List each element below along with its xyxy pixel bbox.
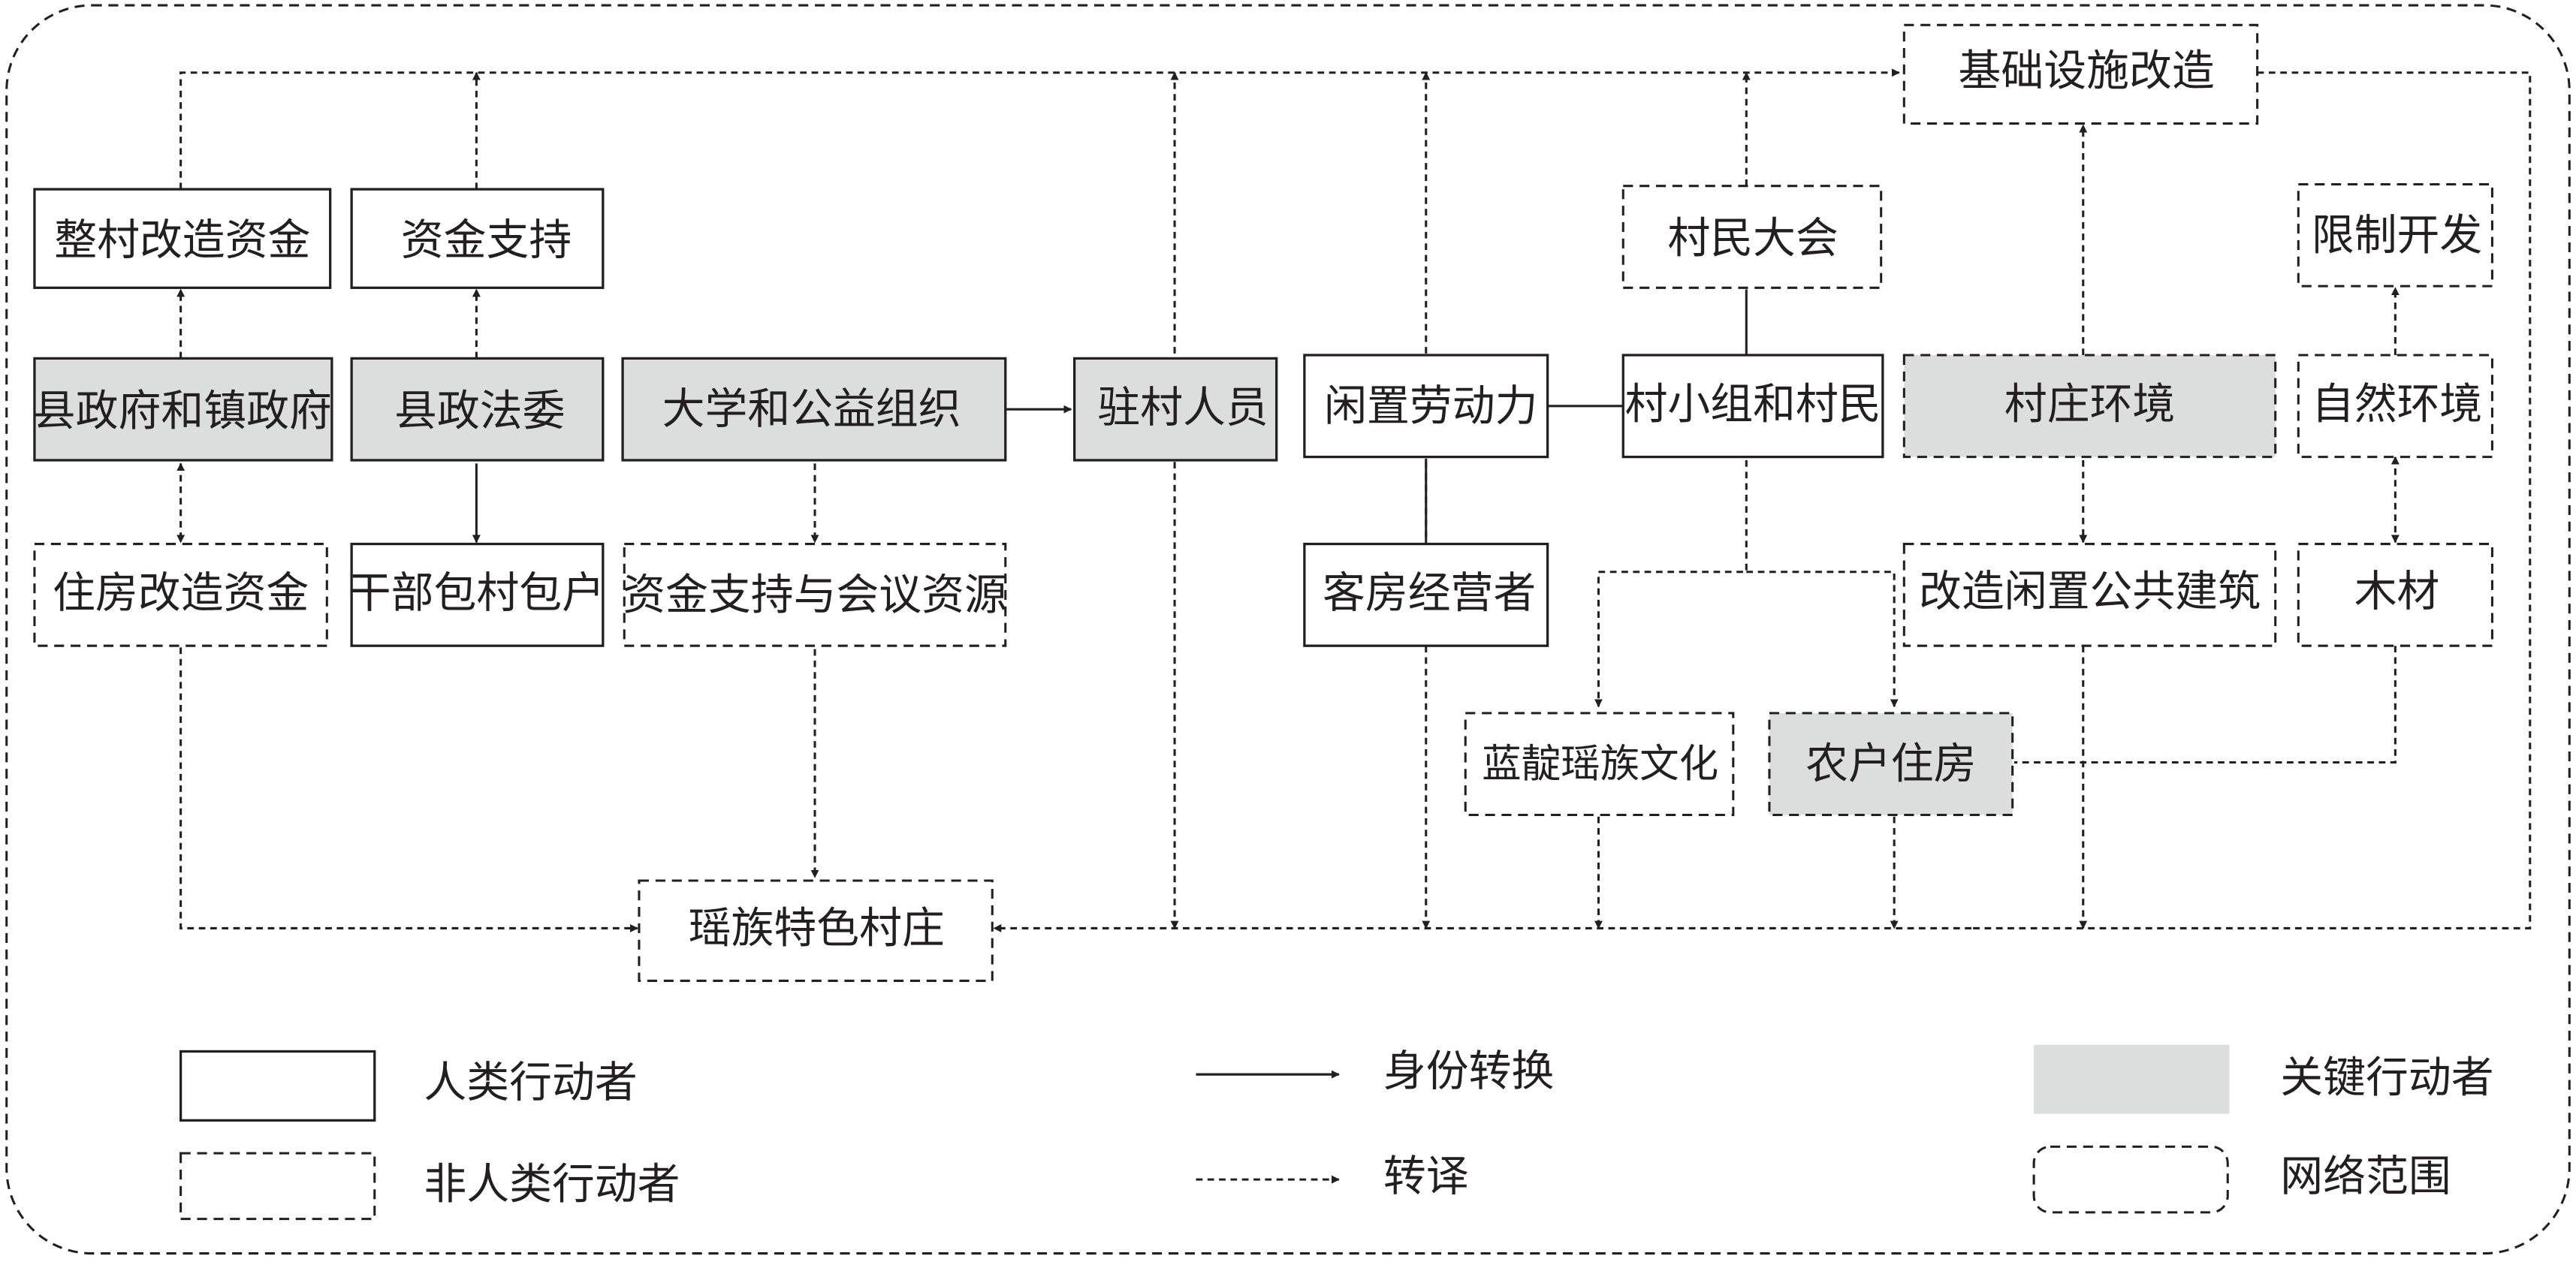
node-label: 资金支持与会议资源 <box>623 570 1007 619</box>
node-label: 农户住房 <box>1805 739 1976 789</box>
node-label: 限制开发 <box>2312 210 2482 260</box>
node-label: 大学和公益组织 <box>662 384 961 434</box>
node-whole-village-fund: 整村改造资金 <box>33 188 332 289</box>
edge-infra-loop <box>1971 71 2532 929</box>
node-label: 改造闲置公共建筑 <box>1919 567 2261 616</box>
network-boundary <box>5 4 2571 1255</box>
connectors <box>176 68 2532 932</box>
node-yao-village: 瑶族特色村庄 <box>638 879 994 982</box>
node-label: 县政府和镇政府 <box>33 386 332 435</box>
edge-group-to-housing <box>1746 571 1899 708</box>
node-label: 基础设施改造 <box>1959 47 2215 96</box>
edge-timber-to-farmhouse <box>2013 646 2397 764</box>
edge-housing-to-yao <box>179 647 638 932</box>
node-natural-env: 自然环境 <box>2297 354 2493 459</box>
legend-label: 网络范围 <box>2280 1152 2451 1201</box>
node-limit-dev: 限制开发 <box>2297 182 2493 288</box>
node-idle-labor: 闲置劳动力 <box>1303 354 1549 459</box>
node-lan-dian-culture: 蓝靛瑶族文化 <box>1464 712 1735 817</box>
legend-label: 非人类行动者 <box>424 1160 680 1209</box>
legend-label: 人类行动者 <box>424 1058 637 1107</box>
node-label: 村小组和村民 <box>1624 380 1881 429</box>
node-label: 驻村人员 <box>1097 383 1268 432</box>
legend-label: 身份转换 <box>1383 1047 1554 1096</box>
node-label: 自然环境 <box>2312 380 2482 429</box>
node-fund-meeting-res: 资金支持与会议资源 <box>623 543 1007 647</box>
node-timber: 木材 <box>2297 543 2493 647</box>
legend-label: 转译 <box>1383 1152 1469 1201</box>
edge-fund-to-infra <box>179 68 1900 190</box>
node-resident-staff: 驻村人员 <box>1072 357 1278 462</box>
node-farmer-housing: 农户住房 <box>1768 712 2014 817</box>
node-villager-meeting: 村民大会 <box>1621 185 1883 289</box>
legend-translation: 转译 <box>1196 1152 1469 1201</box>
legend-nonhuman-actor: 非人类行动者 <box>179 1152 680 1221</box>
node-housing-fund: 住房改造资金 <box>33 543 328 647</box>
node-village-env: 村庄环境 <box>1902 354 2277 459</box>
node-label: 住房改造资金 <box>53 568 309 618</box>
node-label: 蓝靛瑶族文化 <box>1482 741 1718 787</box>
node-label: 木材 <box>2354 567 2440 616</box>
node-county-town-gov: 县政府和镇政府 <box>33 357 333 462</box>
node-cadre-contract: 干部包村包户 <box>348 542 605 647</box>
legend: 人类行动者 非人类行动者 身份转换 转译 关键行动者 网络范围 <box>179 1044 2494 1221</box>
node-guesthouse-operator: 客房经营者 <box>1303 542 1549 647</box>
node-label: 村民大会 <box>1667 214 1838 264</box>
node-label: 资金支持 <box>401 215 572 265</box>
node-fund-support: 资金支持 <box>350 188 605 289</box>
legend-key-actor: 关键行动者 <box>2034 1044 2494 1114</box>
node-label: 闲置劳动力 <box>1324 381 1537 431</box>
node-infra-renovation: 基础设施改造 <box>1902 23 2259 125</box>
node-label: 村庄环境 <box>2004 380 2175 429</box>
legend-network-scope: 网络范围 <box>2032 1145 2451 1214</box>
node-university-public: 大学和公益组织 <box>621 357 1007 462</box>
legend-human-actor: 人类行动者 <box>179 1050 638 1122</box>
node-county-politics-law: 县政法委 <box>350 357 605 462</box>
node-label: 县政法委 <box>394 386 565 435</box>
legend-label: 关键行动者 <box>2280 1053 2493 1103</box>
legend-identity-shift: 身份转换 <box>1196 1047 1554 1096</box>
node-label: 瑶族特色村庄 <box>689 903 945 953</box>
node-village-group: 村小组和村民 <box>1621 354 1884 459</box>
node-label: 整村改造资金 <box>54 215 310 265</box>
node-label: 干部包村包户 <box>348 568 605 618</box>
edge-group-to-culture <box>1594 460 1748 708</box>
node-renovate-public-bldg: 改造闲置公共建筑 <box>1902 543 2277 647</box>
node-label: 客房经营者 <box>1323 568 1536 618</box>
